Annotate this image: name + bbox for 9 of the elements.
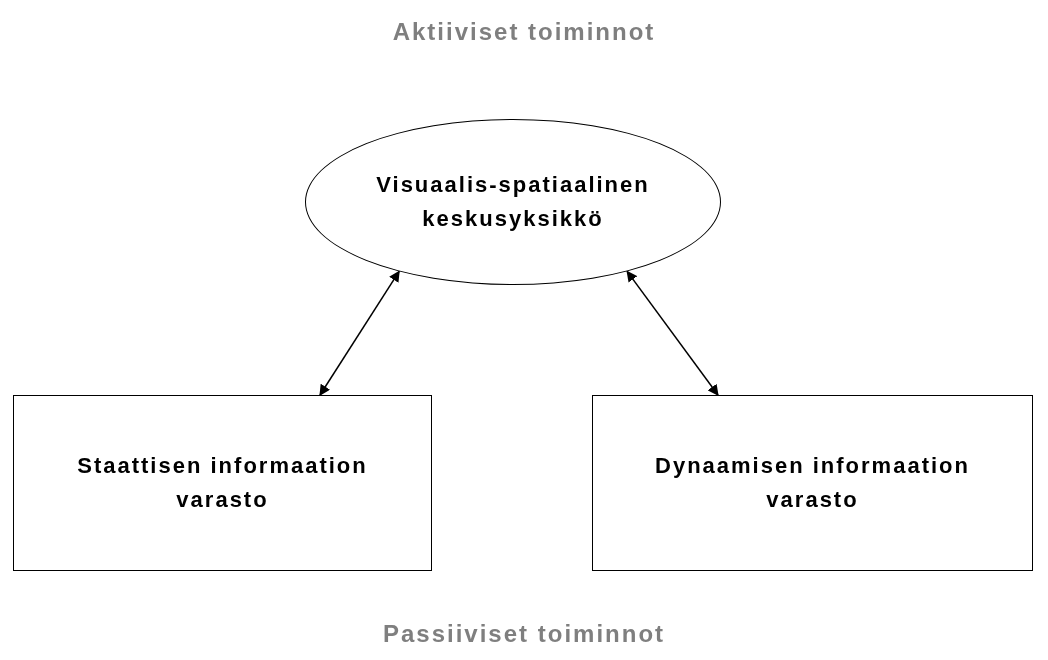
store-box: [592, 395, 1033, 571]
node-text: Dynaamisen informaation varasto: [654, 452, 971, 514]
node-text: Staattisen informaation varasto: [76, 452, 369, 514]
section-heading: Aktiiviset toiminnot: [392, 17, 656, 47]
section-heading: Passiiviset toiminnot: [382, 619, 666, 649]
store-box: [13, 395, 432, 571]
node-text: Visuaalis-spatiaalinen keskusyksikkö: [375, 171, 651, 233]
double-arrow: [626, 270, 719, 396]
double-arrow: [319, 270, 400, 396]
